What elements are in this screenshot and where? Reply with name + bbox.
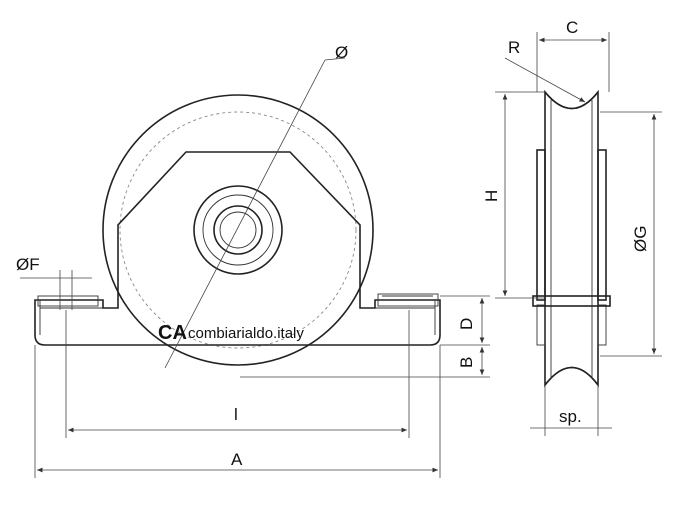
d-label: D [457,318,476,330]
r-label: R [508,38,520,57]
groove-dashed-circle [119,111,357,349]
diameter-label: Ø [335,43,348,62]
h-label: H [482,190,501,202]
left-tab [37,295,99,307]
front-view: Ø CA combiarialdo.italy ØF D B l A [16,43,490,478]
diameter-leader-top [324,57,346,61]
b-label: B [457,357,476,368]
brand-logo: CA combiarialdo.italy [158,322,304,344]
side-view: C R H ØG sp. [482,18,662,436]
diameter-leader [164,59,326,369]
side-bottom-groove [544,366,599,386]
l-label: l [234,405,238,424]
bracket-inner-outline [39,300,436,335]
side-wheel-body [544,89,599,388]
logo-text: combiarialdo.italy [188,325,304,342]
r-leader [504,57,586,103]
side-base-right [597,304,607,346]
c-label: C [566,18,578,37]
wheel-disc [102,94,374,366]
sp-label: sp. [559,407,582,426]
side-plate-left [536,149,546,301]
hub-outer [193,185,283,275]
axle-inner [219,211,257,249]
right-tab [377,293,439,307]
side-base-left [536,304,546,346]
g-label: ØG [631,226,650,252]
hub-ring [202,194,274,266]
bracket-body [34,151,441,346]
side-top-groove [544,91,599,110]
axle-outer [213,205,263,255]
logo-mark: CA [158,322,187,344]
side-axle-band [532,295,611,307]
side-plate-right [597,149,607,301]
f-label: ØF [16,255,40,274]
a-label: A [231,450,243,469]
